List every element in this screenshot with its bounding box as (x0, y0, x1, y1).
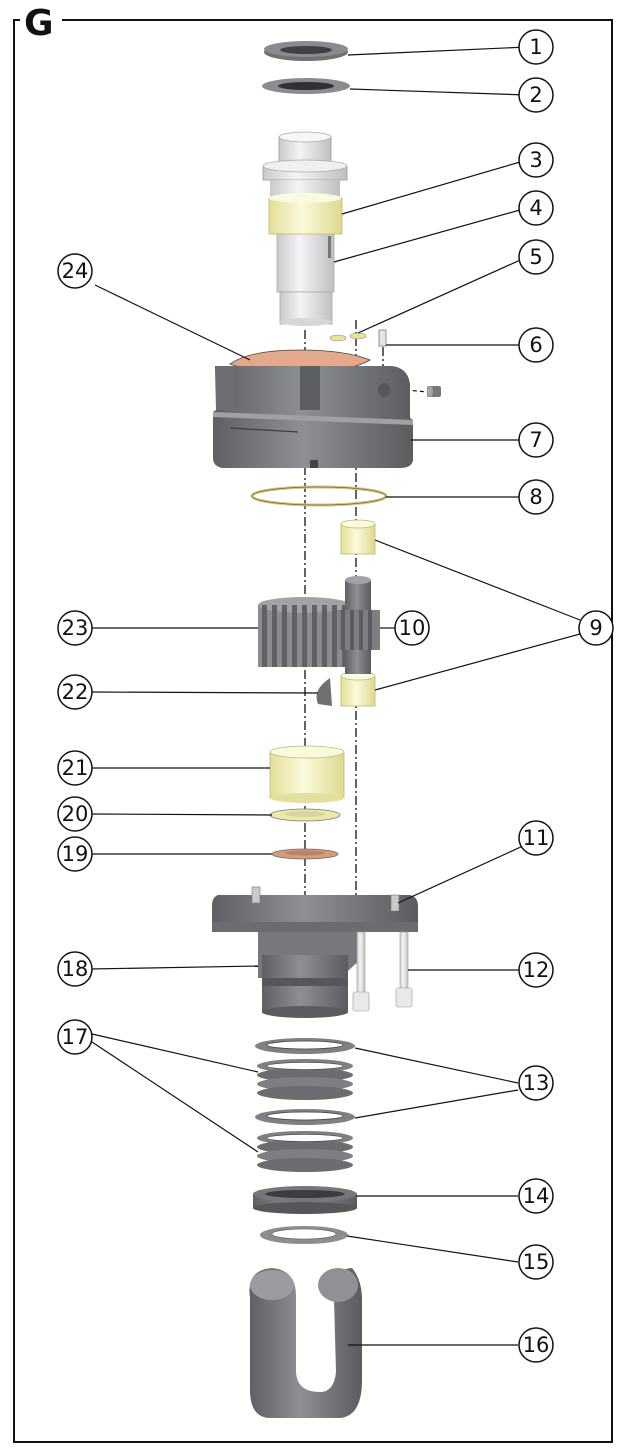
callout-4: 4 (529, 196, 542, 220)
callout-markers (57, 29, 614, 1363)
callout-9: 9 (589, 616, 602, 640)
callout-12: 12 (523, 958, 550, 982)
part-21-main-bushing (269, 745, 345, 803)
callout-21: 21 (62, 756, 89, 780)
part-14-collar (253, 1186, 357, 1214)
part-1-retaining-ring (264, 41, 348, 61)
callout-7: 7 (529, 428, 542, 452)
callout-14: 14 (523, 1184, 550, 1208)
callout-3: 3 (529, 148, 542, 172)
part-6-dowel-pin (378, 329, 387, 347)
section-letter-label: G (24, 3, 54, 44)
callout-11: 11 (523, 826, 550, 850)
part-12-cap-screws (352, 931, 413, 1012)
callout-19: 19 (62, 842, 89, 866)
callout-13: 13 (523, 1071, 550, 1095)
part-17-lower-spring-stack (257, 1131, 353, 1172)
leader-lines (89, 46, 581, 1346)
figure-border (13, 19, 613, 1443)
part-16-u-fork (249, 1268, 362, 1418)
part-19-copper-washer (271, 848, 339, 860)
callout-20: 20 (62, 802, 89, 826)
part-9-lower-bushing (340, 671, 376, 707)
callout-1: 1 (529, 35, 542, 59)
callout-5: 5 (529, 245, 542, 269)
part-13-lower-ring (255, 1109, 355, 1125)
callout-2: 2 (529, 83, 542, 107)
part-4-drive-shaft (262, 131, 348, 326)
part-2-washer (262, 78, 350, 94)
part-8-o-ring (250, 485, 388, 507)
callout-15: 15 (523, 1250, 550, 1274)
callout-18: 18 (62, 957, 89, 981)
part-9-upper-bushing (340, 519, 376, 555)
part-23-spur-gear (258, 597, 350, 667)
part-7-upper-housing (213, 366, 413, 468)
callout-8: 8 (529, 485, 542, 509)
part-13-upper-ring (255, 1038, 355, 1054)
part-20-thrust-washer (269, 808, 341, 822)
part-17-upper-spring-stack (257, 1059, 353, 1100)
callout-24: 24 (62, 259, 89, 283)
part-3-bearing-sleeve (268, 193, 343, 235)
part-6-set-screw (427, 386, 441, 397)
part-5-small-washers (329, 332, 367, 342)
callout-22: 22 (62, 680, 89, 704)
callout-16: 16 (523, 1333, 550, 1357)
part-10-pinion-gear (338, 576, 380, 674)
callout-23: 23 (62, 616, 89, 640)
callout-17: 17 (62, 1025, 89, 1049)
part-22-woodruff-key (316, 678, 332, 706)
callout-10: 10 (399, 616, 426, 640)
part-18-lower-housing (212, 895, 418, 1018)
callout-6: 6 (529, 333, 542, 357)
part-15-snap-ring (260, 1226, 348, 1244)
